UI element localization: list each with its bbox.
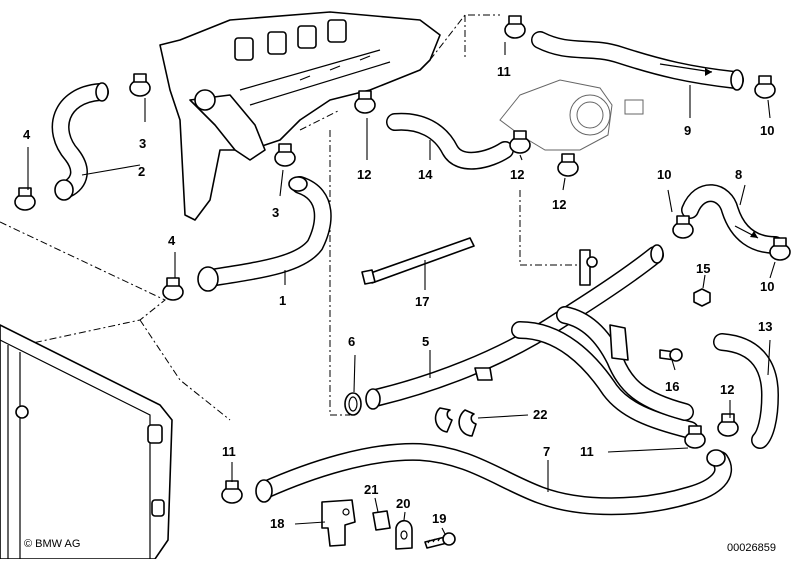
hose-clamps [14, 15, 791, 504]
hose-9 [531, 31, 744, 91]
callout-12-a: 12 [357, 167, 372, 182]
callout-4-lower: 4 [168, 233, 176, 248]
hose-8 [681, 184, 784, 254]
drawing-number: 00026859 [727, 542, 776, 554]
callout-4-upper: 4 [23, 127, 31, 142]
callout-9: 9 [684, 123, 692, 138]
callout-2: 2 [138, 164, 146, 179]
callout-17: 17 [415, 294, 430, 309]
callout-12-c: 12 [552, 197, 567, 212]
callout-11-left: 11 [222, 444, 236, 459]
seal-ring-6 [344, 392, 362, 416]
grommet-20 [395, 519, 413, 550]
callout-22: 22 [533, 407, 548, 422]
callout-21: 21 [364, 482, 379, 497]
callout-11-top: 11 [497, 64, 511, 79]
callout-13: 13 [758, 319, 773, 334]
callout-10-lower: 10 [760, 279, 775, 294]
callout-3-upper: 3 [139, 136, 147, 151]
hose-2 [51, 82, 109, 201]
callout-19: 19 [432, 511, 447, 526]
callout-10-mid: 10 [657, 167, 672, 182]
radiator [0, 324, 173, 560]
leader-lines [27, 42, 776, 535]
callout-8: 8 [735, 167, 743, 182]
bolt-16 [659, 348, 683, 362]
callout-18: 18 [270, 516, 285, 531]
callout-11-right: 11 [580, 444, 594, 459]
callout-16: 16 [665, 379, 680, 394]
clip-21 [372, 510, 391, 531]
cable-tie-17 [361, 237, 475, 285]
clips-22 [434, 407, 477, 437]
callout-5: 5 [422, 334, 430, 349]
hose-13 [713, 333, 779, 449]
hose-7 [255, 442, 733, 516]
callout-20: 20 [396, 496, 411, 511]
hose-1 [197, 176, 332, 292]
callout-14: 14 [418, 167, 433, 182]
callout-15: 15 [696, 261, 711, 276]
callout-10-top: 10 [760, 123, 775, 138]
callout-12-b: 12 [510, 167, 525, 182]
bolt-19 [424, 532, 456, 549]
callout-7: 7 [543, 444, 551, 459]
callout-3-lower: 3 [272, 205, 280, 220]
throttle-body [499, 79, 644, 151]
pipe-assembly-5 [365, 244, 699, 439]
callout-6: 6 [348, 334, 356, 349]
callout-1: 1 [279, 293, 287, 308]
bracket-18 [321, 499, 356, 547]
engine-block [159, 11, 441, 221]
hose-14 [386, 112, 514, 170]
copyright-label: © BMW AG [24, 538, 81, 550]
nut-15 [693, 288, 711, 307]
callout-12-d: 12 [720, 382, 735, 397]
